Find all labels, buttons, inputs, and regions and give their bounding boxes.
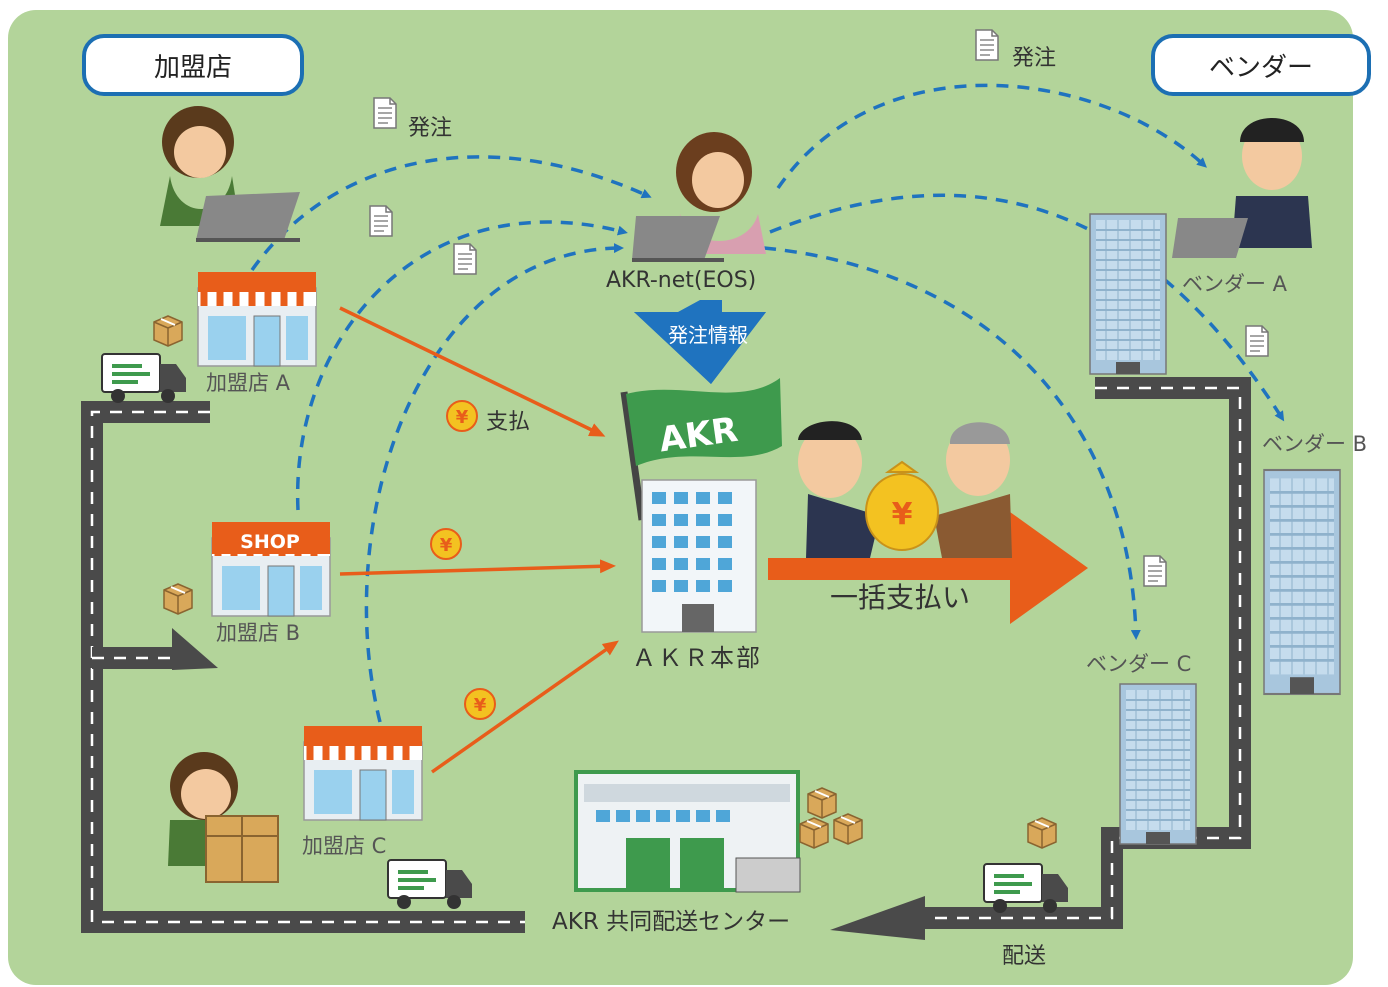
order-flow-arrows	[250, 83, 1285, 723]
order-document-icon	[1245, 325, 1269, 357]
svg-text:¥: ¥	[474, 695, 487, 716]
delivery-truck-icon	[982, 862, 1070, 915]
order-arrow-vendor-c	[763, 246, 1141, 640]
order-arrow-store-b	[295, 220, 628, 511]
yen-coin-icon: ¥	[430, 528, 462, 560]
payment-label: 支払	[486, 410, 531, 435]
delivery-truck-icon	[386, 858, 474, 911]
order-document-icon	[373, 97, 397, 129]
akr-net-label: AKR-net(EOS)	[606, 268, 757, 293]
shop-sign-label: SHOP	[240, 531, 300, 553]
parcel-icon	[1027, 817, 1057, 849]
vendor-b-building	[1262, 468, 1342, 696]
order-arrow-vendor-b	[769, 193, 1285, 422]
store-b-building	[212, 522, 330, 616]
order-document-icon	[975, 29, 999, 61]
order-info-label: 発注情報	[668, 323, 748, 347]
delivery-label: 配送	[1002, 944, 1047, 969]
order-document-icon	[369, 205, 393, 237]
store-a-building	[198, 272, 316, 366]
money-bag-yen-label: ¥	[892, 497, 913, 532]
akr-hq-label: ＡＫＲ本部	[632, 644, 762, 672]
svg-text:¥: ¥	[440, 535, 453, 556]
payment-arrow-store-a	[339, 306, 606, 437]
store-a-label: 加盟店 A	[206, 371, 291, 395]
vendor-a-label: ベンダー A	[1182, 272, 1288, 296]
vendor-a-building	[1089, 213, 1167, 375]
akr-net-operator-illustration	[632, 132, 766, 262]
payment-arrows	[339, 306, 619, 774]
order-label-right: 発注	[1012, 46, 1057, 71]
vendor-group-label: ベンダー	[1151, 34, 1371, 96]
bulk-payment-arrow	[768, 512, 1088, 624]
distribution-center-building	[574, 770, 863, 893]
delivery-truck-icon	[100, 352, 188, 405]
order-document-icon	[453, 243, 477, 275]
franchise-worker-c-illustration	[168, 752, 279, 883]
distribution-center-label: AKR 共同配送センター	[552, 909, 791, 935]
parcel-icon	[163, 583, 193, 615]
store-c-building	[304, 726, 422, 820]
payment-arrow-store-b	[339, 559, 616, 576]
bulk-payment-label: 一括支払い	[830, 581, 971, 614]
store-c-label: 加盟店 C	[302, 834, 387, 858]
vendor-c-label: ベンダー C	[1086, 652, 1192, 676]
vendor-a-operator-illustration	[1172, 118, 1312, 258]
akr-hq-building	[620, 378, 782, 633]
franchise-worker-a-illustration	[160, 106, 300, 242]
franchise-group-label: 加盟店	[82, 34, 304, 96]
store-b-label: 加盟店 B	[216, 621, 301, 645]
parcel-icon	[153, 315, 183, 347]
payment-arrow-store-c	[430, 640, 619, 774]
handshake-payment-illustration	[798, 421, 1012, 558]
vendor-b-label: ベンダー B	[1262, 432, 1368, 456]
order-arrow-vendor-a	[776, 83, 1207, 189]
order-arrow-store-a	[250, 155, 652, 272]
yen-coin-icon: ¥	[464, 688, 496, 720]
order-document-icon	[1143, 555, 1167, 587]
yen-coin-icon: ¥	[446, 400, 478, 432]
order-label-left: 発注	[408, 116, 453, 141]
svg-text:¥: ¥	[456, 407, 469, 428]
order-arrow-store-c	[364, 243, 624, 723]
vendor-c-building	[1119, 683, 1197, 845]
